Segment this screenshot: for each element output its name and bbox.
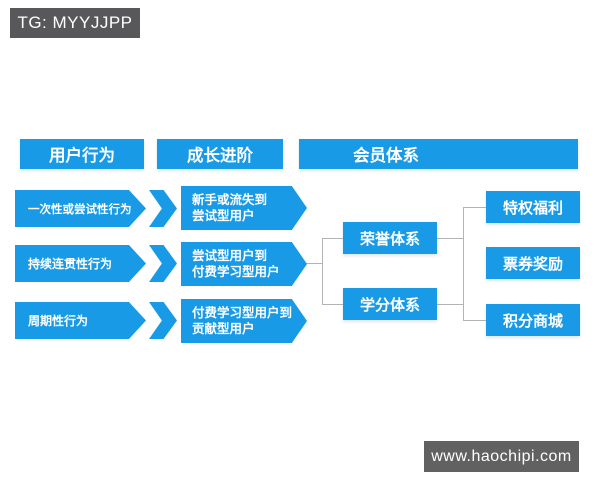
connector-line xyxy=(437,238,463,239)
behavior-arrow-periodic: 周期性行为 xyxy=(15,302,146,339)
behavior-arrow-continuous: 持续连贯性行为 xyxy=(15,245,146,282)
site-watermark-badge: www.haochipi.com xyxy=(424,441,579,472)
connector-line xyxy=(322,304,343,305)
growth-arrow-line: 新手或流失到 xyxy=(192,192,268,207)
connector-line xyxy=(322,238,323,305)
chevron-right-icon xyxy=(149,302,177,339)
growth-arrow-line: 尝试型用户 xyxy=(192,209,255,223)
node-points-mall: 积分商城 xyxy=(486,304,580,336)
header-user-behavior: 用户行为 xyxy=(20,139,144,169)
chevron-right-icon xyxy=(149,190,177,227)
connector-line xyxy=(437,304,463,305)
growth-arrow-paid-to-contributor: 付费学习型用户到 贡献型用户 xyxy=(181,299,307,343)
node-honor-system: 荣誉体系 xyxy=(343,222,437,254)
connector-line xyxy=(322,238,343,239)
growth-arrow-line: 付费学习型用户到 xyxy=(192,305,293,320)
growth-arrow-trial-to-paid: 尝试型用户到 付费学习型用户 xyxy=(181,242,307,286)
growth-arrow-novice-to-trial: 新手或流失到 尝试型用户 xyxy=(181,186,307,230)
growth-arrow-line: 尝试型用户到 xyxy=(192,248,268,263)
node-ticket-rewards: 票券奖励 xyxy=(486,247,580,279)
node-privilege-benefits: 特权福利 xyxy=(486,191,580,223)
connector-line xyxy=(463,320,486,321)
telegram-watermark-badge: TG: MYYJJPP xyxy=(10,8,140,38)
chevron-right-icon xyxy=(149,245,177,282)
connector-line xyxy=(463,207,464,321)
connector-line xyxy=(306,263,323,264)
header-growth-progression: 成长进阶 xyxy=(157,139,283,169)
connector-line xyxy=(463,207,486,208)
node-credit-system: 学分体系 xyxy=(343,288,437,320)
growth-arrow-line: 贡献型用户 xyxy=(192,322,255,336)
header-membership-system: 会员体系 xyxy=(299,139,578,169)
growth-arrow-line: 付费学习型用户 xyxy=(192,265,280,279)
behavior-arrow-one-time: 一次性或尝试性行为 xyxy=(15,190,146,227)
